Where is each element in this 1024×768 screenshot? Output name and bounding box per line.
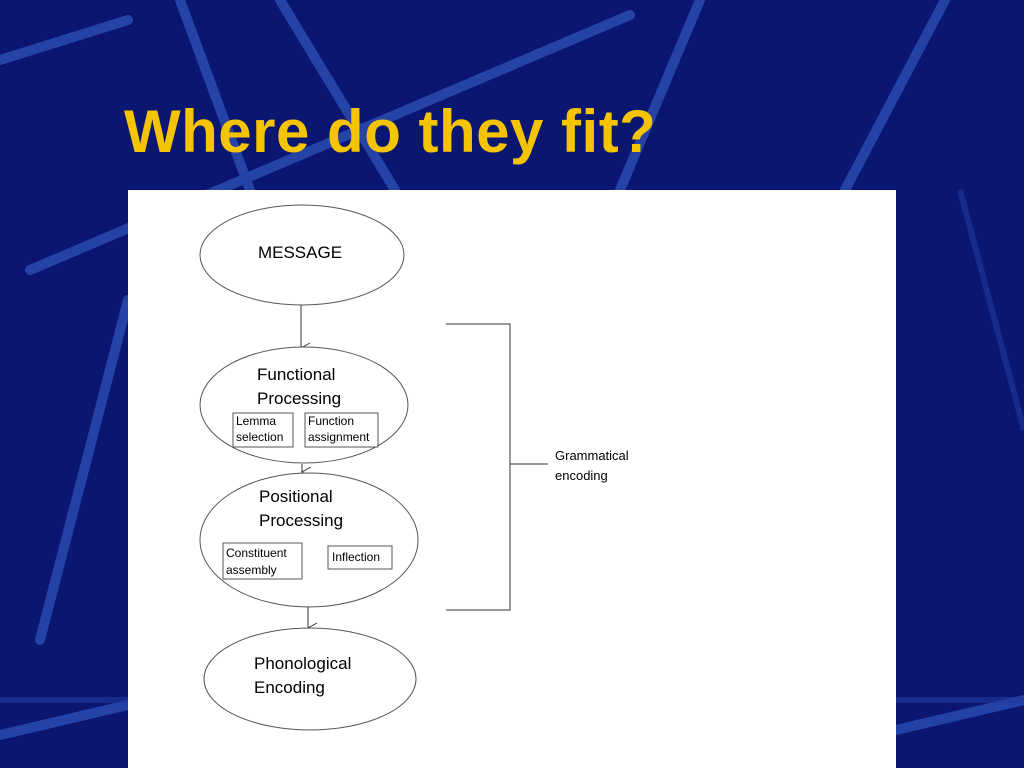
positional-processing-label-line1: Positional (259, 487, 333, 506)
message-ellipse (199, 204, 405, 306)
grammatical-encoding-label-line1: Grammatical (555, 448, 629, 463)
message-label: MESSAGE (258, 243, 342, 262)
decor-line (0, 15, 133, 65)
bracket-line (446, 323, 511, 611)
constituent-assembly-label-line1: Constituent (226, 546, 287, 560)
decor-line (0, 700, 133, 740)
constituent-assembly-box (222, 542, 303, 580)
phonological-encoding-ellipse (203, 627, 417, 731)
decor-line (891, 695, 1024, 735)
message-node: MESSAGE (199, 204, 405, 306)
grammatical-encoding-bracket: Grammatical encoding (446, 323, 629, 611)
lemma-selection-label-line2: selection (236, 430, 283, 444)
phonological-encoding-node: Phonological Encoding (203, 627, 417, 731)
decor-line (840, 0, 950, 195)
decor-line (175, 0, 255, 195)
inflection-label: Inflection (332, 550, 380, 564)
functional-processing-label-line2: Processing (257, 389, 341, 408)
speech-production-diagram: MESSAGE Functional Processing Lemma sele… (199, 204, 629, 731)
decor-line (615, 0, 705, 195)
positional-processing-node: Positional Processing Constituent assemb… (199, 472, 419, 608)
slide-title: Where do they fit? (124, 98, 657, 165)
functional-processing-label-line1: Functional (257, 365, 335, 384)
function-assignment-box (304, 412, 379, 448)
constituent-assembly-label-line2: assembly (226, 563, 277, 577)
grammatical-encoding-label-line2: encoding (555, 468, 608, 483)
functional-processing-node: Functional Processing Lemma selection Fu… (199, 346, 409, 464)
decor-line (957, 189, 1024, 431)
positional-processing-label-line2: Processing (259, 511, 343, 530)
function-assignment-label-line1: Function (308, 414, 354, 428)
phonological-encoding-label-line1: Phonological (254, 654, 351, 673)
lemma-selection-box (232, 412, 294, 448)
phonological-encoding-label-line2: Encoding (254, 678, 325, 697)
decor-line (35, 295, 133, 645)
diagram-panel: MESSAGE Functional Processing Lemma sele… (128, 190, 896, 768)
decor-line (275, 0, 400, 195)
inflection-box (327, 545, 393, 570)
lemma-selection-label-line1: Lemma (236, 414, 276, 428)
function-assignment-label-line2: assignment (308, 430, 370, 444)
